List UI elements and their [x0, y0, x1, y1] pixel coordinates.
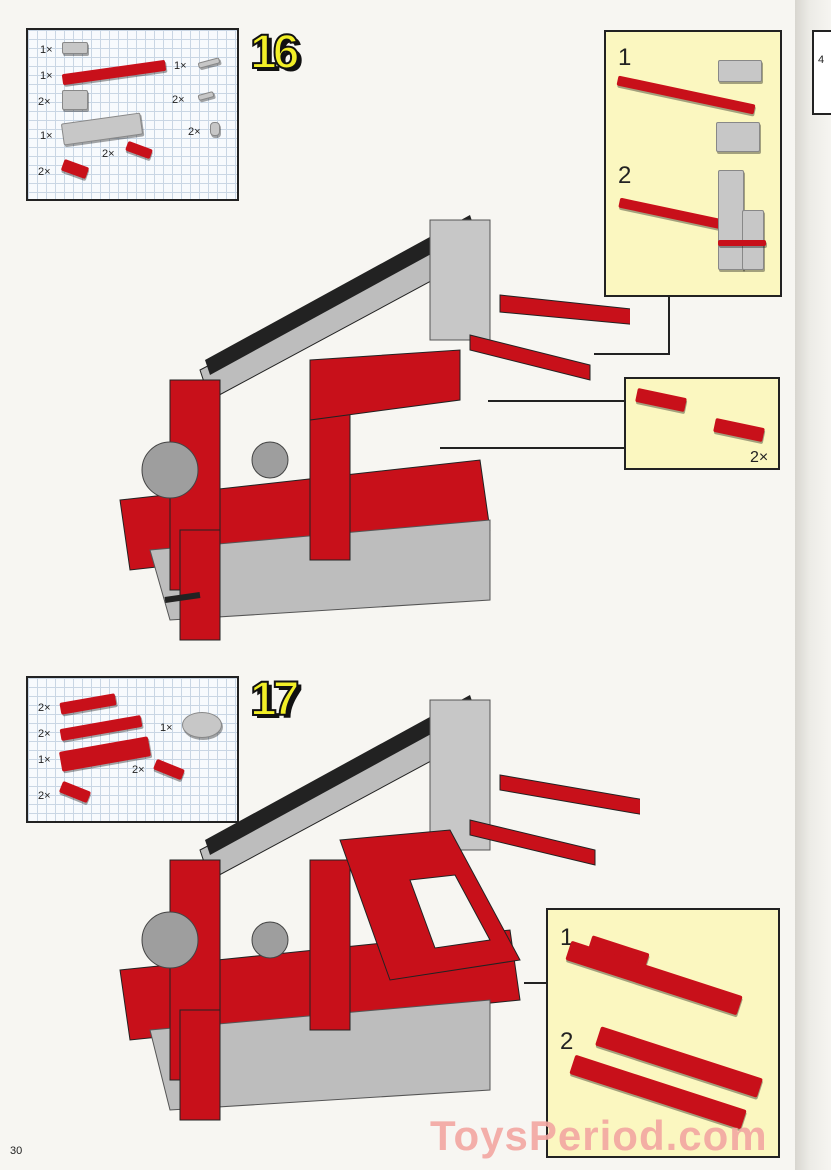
part-qty: 1×	[40, 70, 53, 82]
callout-connector	[668, 297, 670, 353]
red-plate-1x2	[58, 780, 92, 804]
pin-icon	[197, 91, 215, 101]
callout-arrow	[524, 982, 546, 984]
part-qty: 1×	[160, 722, 173, 734]
subassembly-label: 1	[618, 44, 632, 71]
part-qty: 2×	[172, 94, 185, 106]
subassembly-label: 2	[618, 162, 632, 189]
part-qty: 1×	[40, 44, 53, 56]
part-qty: 2×	[750, 449, 769, 466]
callout-arrow	[488, 400, 624, 402]
watermark: ToysPeriod.com	[430, 1112, 768, 1159]
part-qty: 1×	[174, 60, 187, 72]
step-number: 16	[249, 25, 300, 80]
pulley-wheel-icon	[182, 712, 222, 738]
grey-technic-brick	[718, 60, 762, 82]
part-qty: 1×	[38, 754, 51, 766]
page-number: 30	[10, 1145, 23, 1157]
part-qty: 2×	[38, 728, 51, 740]
red-band	[718, 240, 766, 246]
step-16-model	[119, 215, 630, 641]
part-qty: 2×	[38, 702, 51, 714]
red-plate-1x2	[635, 387, 687, 413]
part-qty: 2×	[38, 96, 51, 108]
bush-icon	[210, 122, 220, 136]
red-plate-1x2	[125, 140, 153, 160]
red-plate-assembly	[565, 940, 743, 1016]
grey-technic-brick-vertical	[718, 170, 744, 270]
part-qty: 2×	[38, 166, 51, 178]
callout-arrow	[440, 447, 624, 449]
step-number: 17	[249, 672, 300, 727]
step-17-model	[119, 695, 640, 1121]
part-qty: 2×	[102, 148, 115, 160]
part-qty: 1×	[40, 130, 53, 142]
grey-technic-brick	[716, 122, 760, 152]
red-plate-1x2	[60, 158, 90, 180]
step-17-subassembly-callout: 1 2	[546, 908, 780, 1158]
step-16-parts-box: 1× 1× 2× 1× 2× 1× 2× 2× 2×	[26, 28, 239, 201]
step-16-small-callout: 2×	[624, 377, 780, 470]
red-plate-1x8	[61, 59, 167, 86]
subassembly-label: 2	[560, 1028, 574, 1055]
grey-technic-brick-1x2	[62, 90, 88, 110]
callout-arrow	[594, 353, 670, 355]
next-page-number: 4	[818, 54, 825, 66]
part-qty: 2×	[132, 764, 145, 776]
grey-technic-brick-1x6	[60, 112, 144, 146]
red-plate-1x2	[713, 417, 765, 443]
red-plate-1x4	[59, 693, 117, 715]
step-17-parts-box: 2× 2× 1× 2× 1× 2×	[26, 676, 239, 823]
part-qty: 2×	[188, 126, 201, 138]
grey-plate-1x2	[62, 42, 88, 54]
next-page-tab: 4	[812, 30, 831, 115]
step-16-subassembly-callout: 1 2	[604, 30, 782, 297]
page-edge	[795, 0, 831, 1170]
axle-icon	[197, 57, 221, 69]
part-qty: 2×	[38, 790, 51, 802]
